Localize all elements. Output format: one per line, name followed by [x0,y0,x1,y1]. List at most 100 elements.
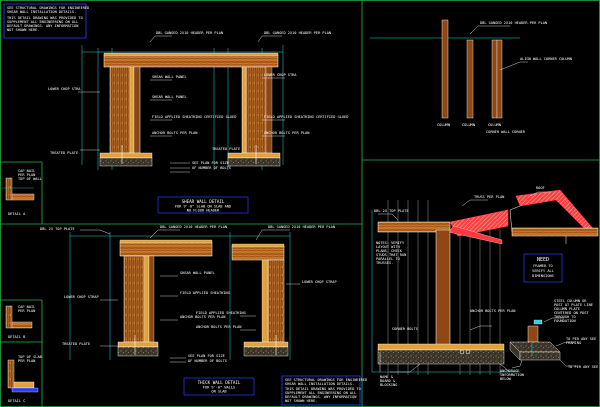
thick-label-note: OF NUMBER OF BOLTS [188,359,227,363]
column-sublabel-corner: CORNER WALL CORNER [486,130,526,134]
label-field-applied: FIELD APPLIED SHEATHING CERTIFIED GLUED [152,115,236,119]
thick-label-header-r: DBL GANGED 2X10 HEADER PER PLAN [268,225,335,229]
column-sublabel: COLUMN [462,123,475,127]
post-note-mid: BELOW [500,377,512,381]
note-line: SEE STRUCTURAL DRAWINGS FOR ENGINEERED [7,6,89,10]
note-line: THIS DETAIL DRAWING WAS PROVIDED TO [285,387,361,391]
thick-label-field-r: FIELD APPLIED SHEATHING [196,311,246,315]
label-notes-left: TRUSSES. [376,261,393,265]
post-note: STEEL COLUMN OR [554,299,587,303]
note-line: SEE STRUCTURAL DRAWINGS FOR ENGINEERED [285,378,367,382]
label-lower-chop: LOWER CHOP STRA [264,73,297,77]
label-notes-left: STUDS THAT RUN [376,253,406,257]
note-line: DEFAULT DRAWINGS. ANY INFORMATION [285,395,356,399]
detail-a-label: DETAIL A [8,212,26,216]
label-treated-plate-r: TREATED PLATE [212,147,240,151]
label-double-top: DBL 2X TOP PLATE [374,209,409,213]
thick-wall-subtitle: ON SLAB [211,390,226,394]
verify-note: VERIFY ALL [532,269,554,273]
label-notes-left: PLANS. CHECK [376,249,403,253]
post-note: POST AT PLATE LINE [554,303,593,307]
thick-label-header: DBL GANGED 2X10 HEADER PER PLAN [160,225,227,229]
truss-section-detail: TRUSS PER PLAN ROOF DBL 2X TOP PLATE NOT… [371,186,599,387]
label-notes-left: LAYOUT WITH [376,245,400,249]
label-roof: ROOF [536,186,545,190]
verify-note: NEED [537,257,549,263]
label-corner-bolts: CORNER BOLTS [392,327,418,331]
label-header-left: DBL GANGED 2X10 HEADER PER PLAN [156,31,223,35]
label-shear-panel: SHEAR WALL PANEL [152,75,187,79]
detail-b-note: PER PLAN [18,309,35,313]
label-note-bottom: SEE PLAN FOR SIZE [192,161,229,165]
label-lower-chop-l: LOWER CHOP STRA [48,87,81,91]
shear-wall-subtitle: NO FLOOR HEADER [187,209,220,213]
post-note: COLUMN PLATE [554,307,580,311]
thick-wall-subtitle: FOR 9'-0" WALLS [203,386,235,390]
detail-b-label: DETAIL B [8,335,25,339]
column-label: DBL GANGED 2X10 HEADER PER PLAN [480,21,547,25]
detail-c-note: PER PLAN [18,359,35,363]
post-note-right: TO PER ANY SEE [568,365,598,369]
note-line: NOT SHOWN HERE. [285,399,317,403]
detail-c-note: TOP OF SLAB [18,355,42,359]
thick-label-note: SEE PLAN FOR SIZE [188,354,225,358]
verify-note: FRAMER TO [533,264,552,268]
note-line: NOT SHOWN HERE. [7,28,39,32]
thick-label-chop-l: LOWER CHOP STRAP [64,295,99,299]
shear-wall-title: SHEAR WALL DETAIL [182,199,225,204]
thick-label-treated: TREATED PLATE [62,342,90,346]
column-sublabel: COLUMN [488,123,501,127]
detail-a-note: CAP NAIL [18,169,35,173]
label-bottom-left: BLOCKING [380,383,397,387]
shear-wall-subtitle: FOR 9'-0" SLAB ON SLAB AND [175,205,231,209]
thick-label-sill: DBL 2X TOP PLATE [40,227,75,231]
post-note-mid: INFORMATION [500,373,524,377]
label-anchor: ANCHOR BOLTS PER PLAN [470,309,515,313]
note-line: THIS DETAIL DRAWING WAS PROVIDED TO [7,16,83,20]
small-detail-c: TOP OF SLAB PER PLAN DETAIL C [7,355,42,403]
note-line: SUPPLEMENT ALL ENGINEERING ON ALL [285,391,356,395]
note-line: DEFAULT DRAWINGS. ANY INFORMATION [7,24,78,28]
thick-label-anchor: ANCHOR BOLTS PER PLAN [180,315,225,319]
post-note-right: FRAMING [566,341,581,345]
label-header-right: DBL GANGED 2X10 HEADER PER PLAN [264,31,331,35]
thick-label-field: FIELD APPLIED SHEATHING [180,291,230,295]
note-line: SHEAR WALL INSTALLATION DETAILS. [285,382,354,386]
shear-wall-detail: DBL GANGED 2X10 HEADER PER PLAN DBL GANG… [48,31,348,214]
note-line: SHEAR WALL INSTALLATION DETAILS. [7,10,76,14]
post-base-detail: STEEL COLUMN OR POST AT PLATE LINE COLUM… [500,299,598,381]
label-anchor-bolts-r: ANCHOR BOLTS PER PLAN [264,131,309,135]
label-notes-left: PARALLEL TO [376,257,400,261]
small-detail-b: CAP NAIL PER PLAN DETAIL B [5,305,35,339]
thick-wall-title: THICK WALL DETAIL [198,380,241,385]
thick-label-chop: LOWER CHOP STRAP [302,280,337,284]
label-treated-plate: TREATED PLATE [50,151,78,155]
post-note: THROUGH TO [554,315,576,319]
post-note-mid: ANCHORAGE [500,369,519,373]
post-note-right: TO PER ANY SEE [566,337,596,341]
column-detail: DBL GANGED 2X10 HEADER PER PLAN ALIGN WA… [370,19,572,134]
thick-wall-detail: DBL 2X TOP PLATE DBL GANGED 2X10 HEADER … [40,225,337,396]
detail-b-note: CAP NAIL [18,305,35,309]
label-bottom-left: BOARD & [380,379,396,383]
label-shear-panel-2: SHEAR WALL PANEL [152,95,187,99]
label-notes-left: NOTES: VERIFY [376,241,405,245]
bottom-note: SEE STRUCTURAL DRAWINGS FOR ENGINEERED S… [281,375,367,406]
small-detail-a: CAP NAIL PER PLAN TOP OF WALL DETAIL A [2,169,42,216]
top-left-note: SEE STRUCTURAL DRAWINGS FOR ENGINEERED S… [3,3,89,39]
label-anchor-bolts: ANCHOR BOLTS PER PLAN [152,131,197,135]
thick-label-shear: SHEAR WALL PANEL [180,271,215,275]
thick-label-anchor-r: ANCHOR BOLTS PER PLAN [196,325,241,329]
verify-note: DIMENSIONS [532,274,554,278]
label-bottom-left: NAME & [380,375,394,379]
column-label: ALIGN WALL CORNER COLUMN [520,57,572,61]
label-note-bottom: OF NUMBER OF BOLTS [192,166,231,170]
column-sublabel: COLUMN [437,123,450,127]
label-truss: TRUSS PER PLAN [474,195,504,199]
detail-a-note: TOP OF WALL [18,177,42,181]
post-note: FOUNDATION [554,319,576,323]
detail-c-label: DETAIL C [8,399,25,403]
post-note: CENTERED ON POST [554,311,589,315]
